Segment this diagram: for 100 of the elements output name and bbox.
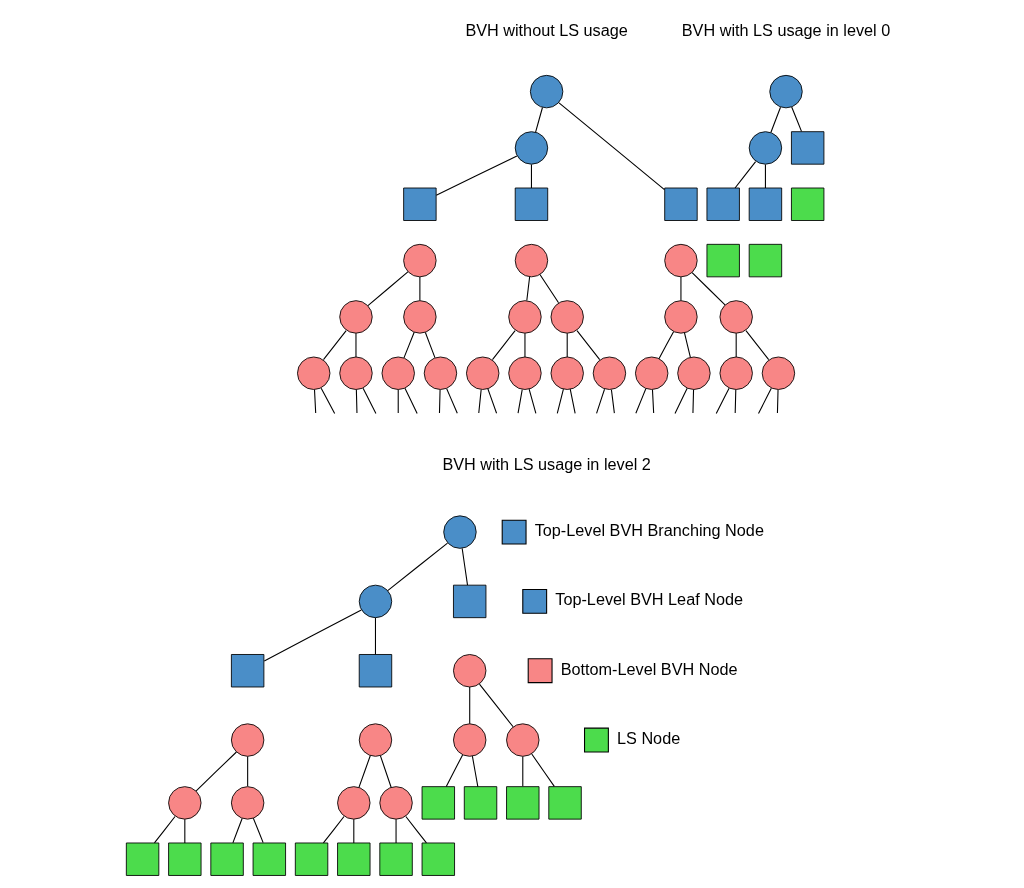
node-box — [125, 842, 159, 876]
connector — [445, 388, 458, 414]
connector — [486, 388, 497, 414]
node-circle — [402, 243, 437, 278]
connector — [523, 332, 525, 358]
node-circle — [452, 654, 486, 688]
connector — [634, 388, 646, 414]
connector — [744, 330, 769, 361]
node-box — [706, 243, 740, 278]
node-box — [336, 842, 370, 876]
connector — [397, 389, 399, 414]
connector — [395, 818, 397, 844]
node-circle — [550, 300, 584, 334]
node-box — [209, 842, 244, 876]
connector — [445, 754, 463, 787]
connector — [374, 617, 376, 655]
node-circle — [663, 300, 698, 334]
label: BVH with LS usage in level 0 — [681, 20, 890, 39]
connector — [673, 387, 688, 415]
connector — [320, 387, 335, 415]
connector — [530, 163, 532, 189]
node-circle — [336, 786, 370, 820]
node-circle — [768, 74, 803, 109]
connector — [404, 816, 427, 844]
node-circle — [719, 356, 753, 390]
node-circle — [358, 584, 392, 619]
node-circle — [592, 356, 626, 390]
node-box — [167, 842, 201, 876]
legend-label: Bottom-Level BVH Node — [560, 659, 738, 678]
node-circle — [452, 723, 486, 757]
connector — [521, 755, 523, 787]
connector — [691, 389, 694, 414]
connector — [734, 389, 736, 414]
connector — [194, 751, 237, 792]
connector — [569, 388, 576, 414]
connector — [402, 331, 415, 359]
connector — [461, 547, 468, 586]
connector — [313, 389, 316, 414]
node-circle — [358, 723, 392, 757]
connector — [477, 389, 482, 414]
connector — [734, 161, 756, 189]
connector — [790, 106, 802, 132]
connector — [757, 387, 772, 415]
node-box — [358, 654, 392, 688]
node-box — [421, 786, 455, 820]
connector — [424, 331, 435, 359]
node-circle — [167, 786, 201, 820]
node-circle — [423, 356, 457, 390]
node-circle — [230, 786, 264, 820]
node-circle — [378, 786, 413, 820]
node-circle — [507, 300, 542, 334]
connector — [366, 271, 408, 307]
node-box — [514, 187, 548, 221]
connector — [231, 817, 243, 844]
connector — [764, 163, 766, 189]
node-circle — [296, 356, 330, 390]
node-box — [402, 187, 437, 221]
node-box — [748, 187, 782, 221]
node-circle — [514, 131, 548, 165]
node-circle — [507, 356, 542, 390]
connector — [538, 273, 559, 304]
node-circle — [338, 356, 373, 390]
connector — [530, 753, 555, 787]
node-circle — [676, 356, 711, 390]
connector — [418, 276, 420, 302]
node-circle — [465, 356, 499, 390]
connector — [358, 755, 371, 788]
connector — [769, 106, 781, 133]
connector — [517, 389, 523, 414]
node-box — [378, 842, 413, 876]
node-box — [706, 187, 740, 221]
label: BVH without LS usage — [464, 20, 628, 39]
connector — [715, 387, 730, 415]
connector — [403, 387, 418, 415]
label: BVH with LS usage in level 2 — [441, 454, 651, 473]
node-circle — [505, 723, 539, 757]
connector — [595, 388, 605, 414]
node-box — [252, 842, 286, 876]
node-circle — [663, 243, 698, 278]
node-box — [421, 842, 455, 876]
node-box — [452, 584, 486, 619]
node-box — [463, 786, 497, 820]
node-box — [790, 131, 824, 165]
connector — [252, 817, 264, 844]
connector — [322, 816, 345, 844]
connector — [263, 609, 362, 662]
connector — [438, 389, 441, 414]
node-box — [230, 654, 264, 688]
node-circle — [338, 300, 373, 334]
connector — [657, 331, 674, 360]
legend-label: LS Node — [616, 728, 680, 747]
node-circle — [230, 723, 264, 757]
node-box — [663, 187, 698, 221]
node-circle — [381, 356, 415, 390]
connector — [379, 755, 392, 788]
connector — [566, 332, 568, 358]
connector — [355, 389, 357, 414]
connector — [534, 106, 543, 133]
node-box — [505, 786, 539, 820]
connector — [610, 389, 615, 414]
